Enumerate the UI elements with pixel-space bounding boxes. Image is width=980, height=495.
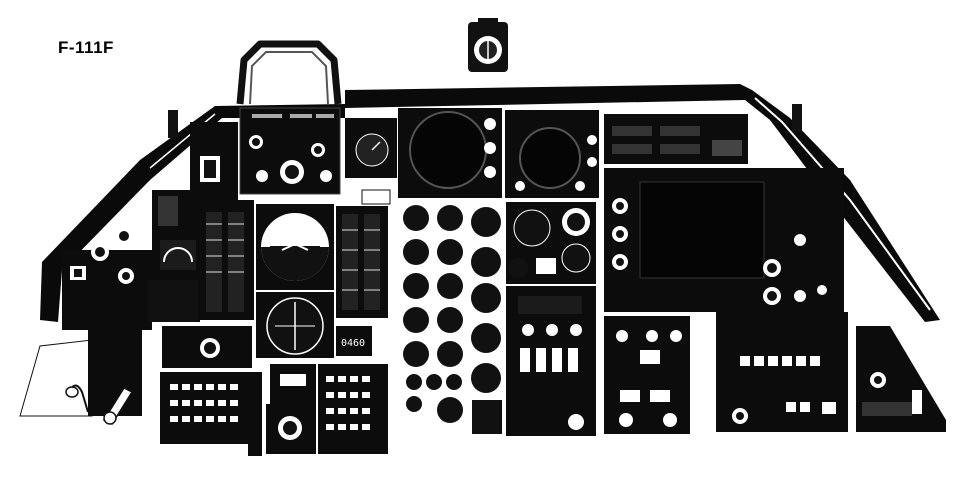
throttle-icon — [19, 330, 142, 417]
control-stick-icon — [102, 387, 134, 425]
nav-scope — [505, 110, 599, 198]
radar-scope-icon — [398, 108, 502, 198]
digital-counter-value: 0460 — [341, 338, 365, 349]
hsi-icon — [256, 292, 334, 358]
hud-frame — [236, 40, 342, 105]
diagram-title: F-111F — [58, 38, 114, 57]
main-instrument-panel: 0460 — [62, 107, 946, 456]
attitude-indicator-icon — [256, 204, 334, 290]
digital-counter: 0460 — [336, 326, 372, 356]
left-canopy-marker — [168, 104, 802, 138]
standby-compass-icon — [468, 18, 508, 72]
engine-gauges — [403, 205, 502, 434]
